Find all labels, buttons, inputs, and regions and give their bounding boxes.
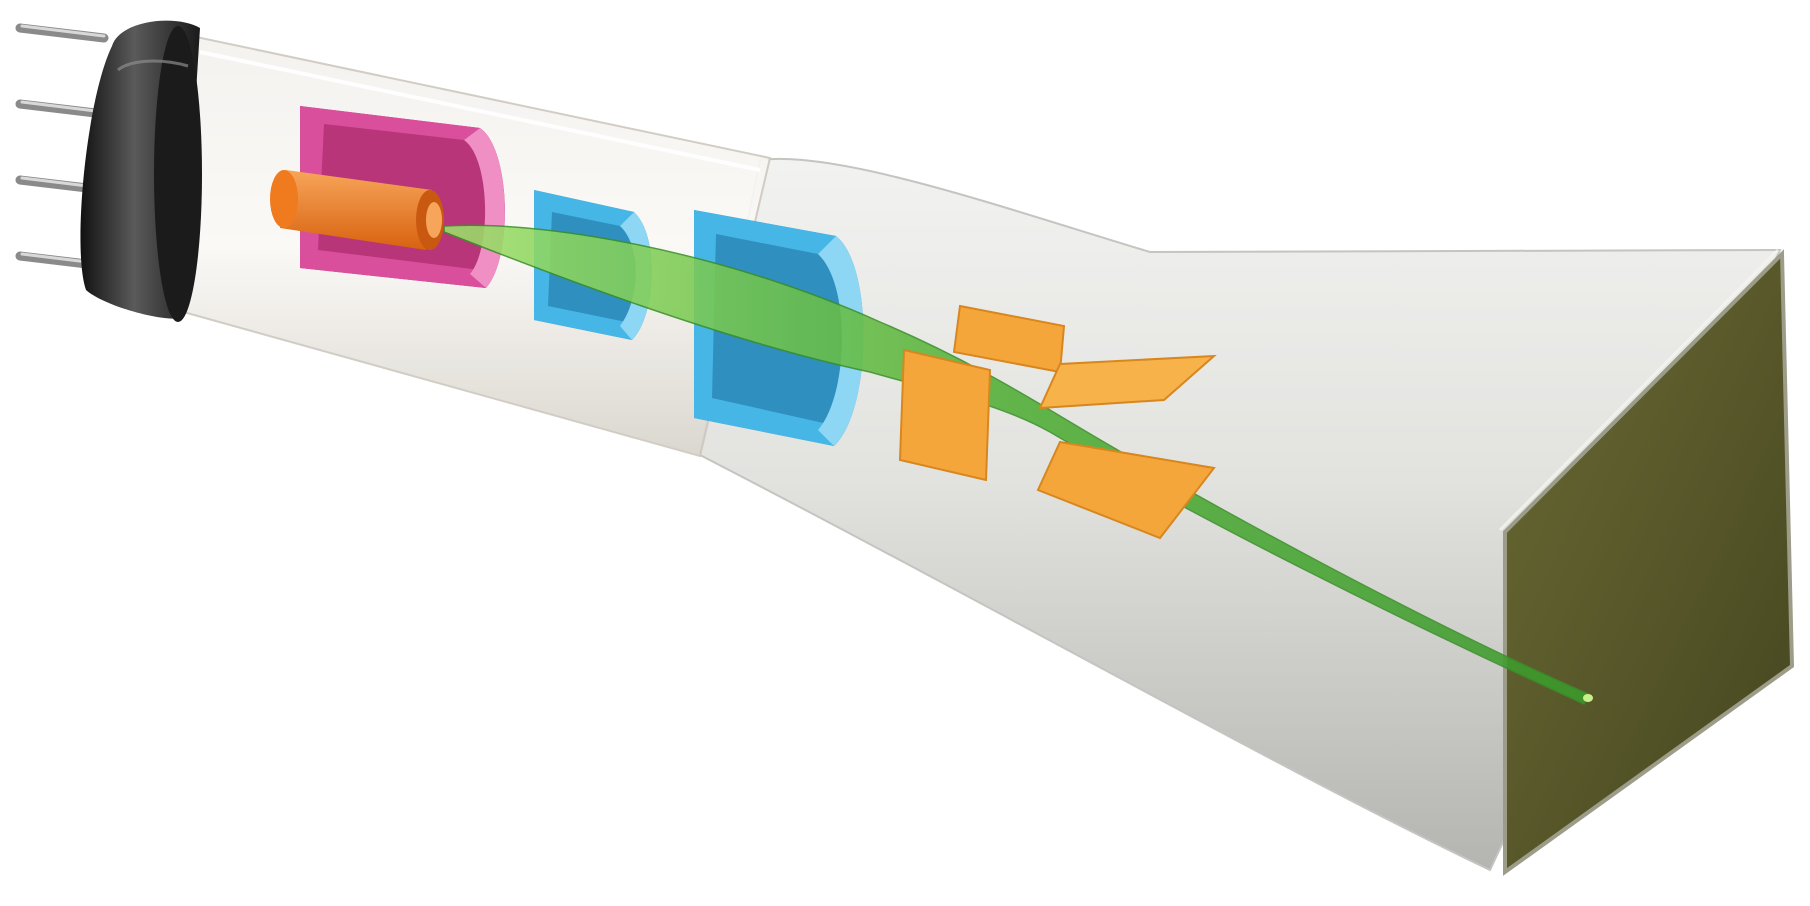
- base-cap: [80, 21, 202, 322]
- beam-spot: [1583, 694, 1593, 702]
- deflection-plate-left: [900, 350, 990, 480]
